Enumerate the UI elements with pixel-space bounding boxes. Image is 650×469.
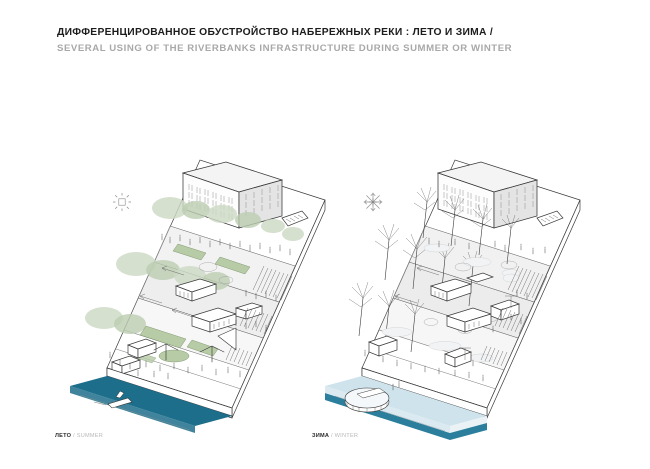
illustration-winter [305, 140, 595, 440]
caption-summer-separator: / [71, 433, 77, 439]
snow-patches [381, 243, 521, 363]
steps-amphitheatre [480, 265, 548, 367]
people-figures [109, 233, 291, 380]
ramp [536, 210, 564, 227]
caption-summer: ЛЕТО / SUMMER [55, 433, 103, 439]
sun-icon [113, 193, 131, 211]
caption-summer-en: SUMMER [76, 433, 104, 439]
vehicle-bus-lower [190, 307, 238, 333]
caption-summer-ru: ЛЕТО [55, 433, 72, 439]
page-title-en: SEVERAL USING OF THE RIVERBANKS INFRASTR… [57, 43, 513, 54]
caption-winter-ru: ЗИМА [312, 433, 330, 439]
river-water-summer [70, 376, 232, 433]
header: ДИФФЕРЕНЦИРОВАННОЕ ОБУСТРОЙСТВО НАБЕРЕЖН… [57, 26, 617, 56]
people-figures [364, 237, 546, 382]
light-poles [459, 295, 517, 360]
skating-rink [344, 380, 400, 413]
caption-winter-separator: / [329, 433, 335, 439]
tree-canopies-summer [85, 197, 304, 334]
vehicle-bus-upper [174, 278, 218, 302]
vehicle-car [465, 272, 495, 283]
roadway-markings [139, 262, 234, 319]
vehicle-bus-upper [429, 278, 473, 302]
vehicle-bus-lower [445, 307, 493, 333]
umbrella-cluster [153, 327, 237, 363]
snowflake-icon [363, 192, 383, 212]
illustration-summer [50, 140, 340, 433]
caption-winter-en: WINTER [334, 433, 359, 439]
warming-hut-cluster [367, 299, 521, 368]
caption-winter: ЗИМА / WINTER [312, 433, 358, 439]
boat-icon [93, 390, 133, 409]
page-title-ru: ДИФФЕРЕНЦИРОВАННОЕ ОБУСТРОЙСТВО НАБЕРЕЖН… [57, 27, 494, 38]
ramp [281, 210, 309, 227]
building-block [436, 161, 539, 229]
